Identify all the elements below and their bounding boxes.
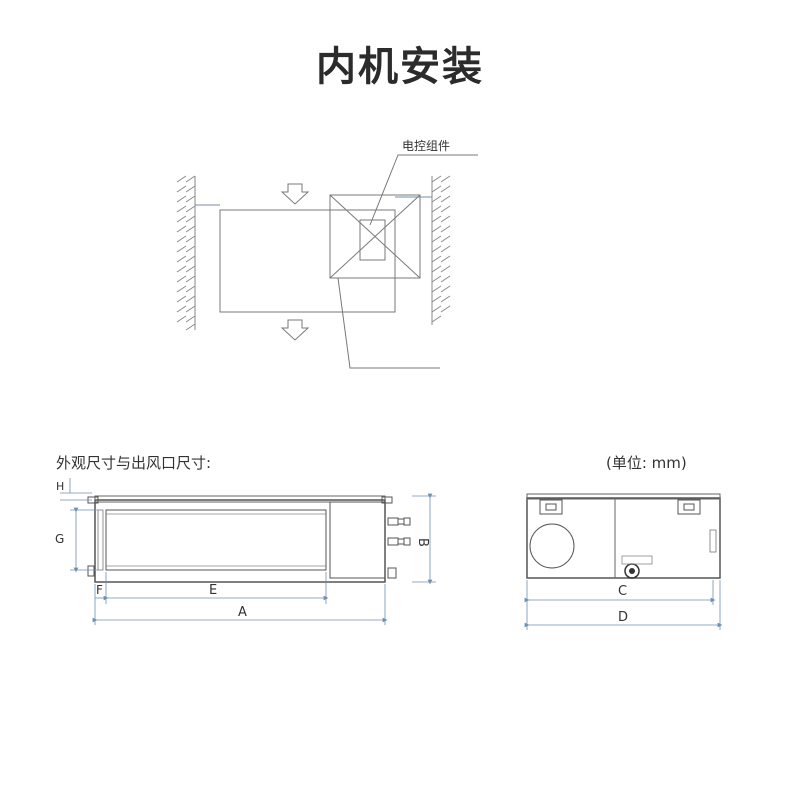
svg-text:A: A bbox=[238, 605, 247, 620]
svg-text:E: E bbox=[209, 583, 217, 598]
dimension-b: B bbox=[412, 493, 436, 585]
svg-text:F: F bbox=[96, 583, 103, 597]
side-view-diagram: C D bbox=[524, 493, 723, 630]
air-outlet-opening bbox=[105, 509, 327, 571]
dimension-d: D bbox=[524, 580, 723, 630]
air-outlet-arrow-icon bbox=[280, 319, 310, 341]
unit-label: (单位: mm) bbox=[606, 454, 687, 472]
pipe-connectors bbox=[387, 517, 411, 579]
dimension-h: H bbox=[56, 478, 92, 501]
indoor-unit-body bbox=[219, 209, 396, 313]
svg-text:G: G bbox=[55, 532, 64, 546]
installation-diagram: 电控组件 bbox=[176, 139, 478, 369]
control-box-label: 电控组件 bbox=[402, 139, 450, 153]
side-hanger-brackets bbox=[539, 499, 701, 515]
service-space-line bbox=[337, 277, 440, 369]
side-casing bbox=[526, 497, 721, 579]
air-inlet-arrow-icon bbox=[280, 183, 310, 205]
dimension-a: A bbox=[92, 584, 388, 625]
dimension-section-label: 外观尺寸与出风口尺寸: bbox=[56, 454, 212, 472]
dimension-c: C bbox=[524, 580, 716, 630]
control-box-leader bbox=[369, 154, 478, 226]
svg-text:H: H bbox=[56, 480, 64, 493]
fan-inlet-circle bbox=[529, 523, 575, 569]
control-box bbox=[329, 194, 421, 279]
left-wall bbox=[176, 175, 196, 331]
svg-text:D: D bbox=[618, 610, 628, 625]
svg-text:C: C bbox=[618, 584, 627, 599]
front-view-diagram: H G B F E bbox=[55, 478, 436, 625]
right-wall bbox=[431, 175, 451, 325]
dimension-f: F bbox=[94, 572, 107, 625]
svg-text:B: B bbox=[415, 538, 430, 547]
page-title: 内机安装 bbox=[316, 44, 484, 90]
drain-outlet-icon bbox=[624, 563, 640, 579]
electrical-section bbox=[329, 501, 386, 579]
mounting-bracket-right bbox=[381, 496, 393, 504]
dimension-g: G bbox=[55, 507, 100, 573]
dimension-e: E bbox=[103, 572, 329, 604]
